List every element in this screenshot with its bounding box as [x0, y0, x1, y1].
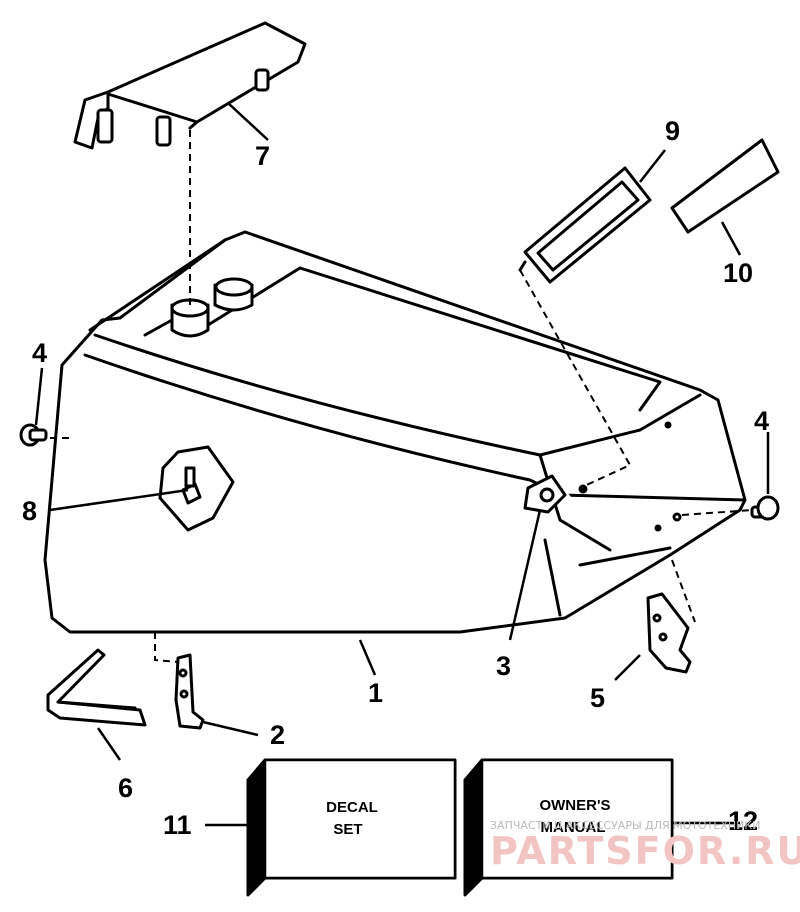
- part-4-plug-left: [19, 423, 48, 447]
- callout-2: 2: [270, 720, 285, 750]
- callout-11: 11: [163, 810, 192, 840]
- manual-label-line1: OWNER'S: [539, 797, 610, 814]
- part-12-manual-box: [463, 758, 674, 897]
- part-1-engine-cover: [43, 230, 747, 634]
- watermark-logo: PARTSFOR.RU: [490, 829, 800, 873]
- part-2-bracket: [174, 653, 205, 730]
- callout-4-left: 4: [32, 338, 47, 368]
- part-11-decal-box: [246, 758, 457, 897]
- part-6-seal: [46, 648, 147, 727]
- assembly-lines: [50, 130, 753, 663]
- callout-8: 8: [22, 496, 37, 526]
- callout-5: 5: [590, 683, 605, 713]
- part-10-insert: [670, 138, 780, 234]
- watermark-caption: ЗАПЧАСТИ И АКСЕССУАРЫ ДЛЯ МОТОТЕХНИКИ: [490, 819, 760, 832]
- callout-3: 3: [496, 651, 511, 681]
- part-8-screw-plate: [158, 445, 235, 532]
- part-7-top-cover: [73, 21, 307, 150]
- callout-10: 10: [723, 258, 753, 288]
- callout-numbers: 7 9 10 4 4 8 3 1 5 2 6 11 12: [22, 116, 769, 840]
- part-3-grommet: [523, 474, 567, 514]
- leader-lines: [34, 102, 770, 827]
- part-9-frame: [518, 166, 652, 284]
- callout-6: 6: [118, 773, 133, 803]
- callout-9: 9: [665, 116, 680, 146]
- decal-label-line2: SET: [333, 821, 362, 838]
- decal-label-line1: DECAL: [326, 799, 378, 816]
- callout-7: 7: [255, 141, 270, 171]
- part-5-bracket: [646, 592, 692, 674]
- callout-12: 12: [728, 806, 758, 836]
- manual-label-line2: MANUAL: [541, 819, 606, 836]
- callout-4-right: 4: [754, 406, 769, 436]
- callout-1: 1: [368, 678, 383, 708]
- part-4-plug-right: [750, 495, 780, 521]
